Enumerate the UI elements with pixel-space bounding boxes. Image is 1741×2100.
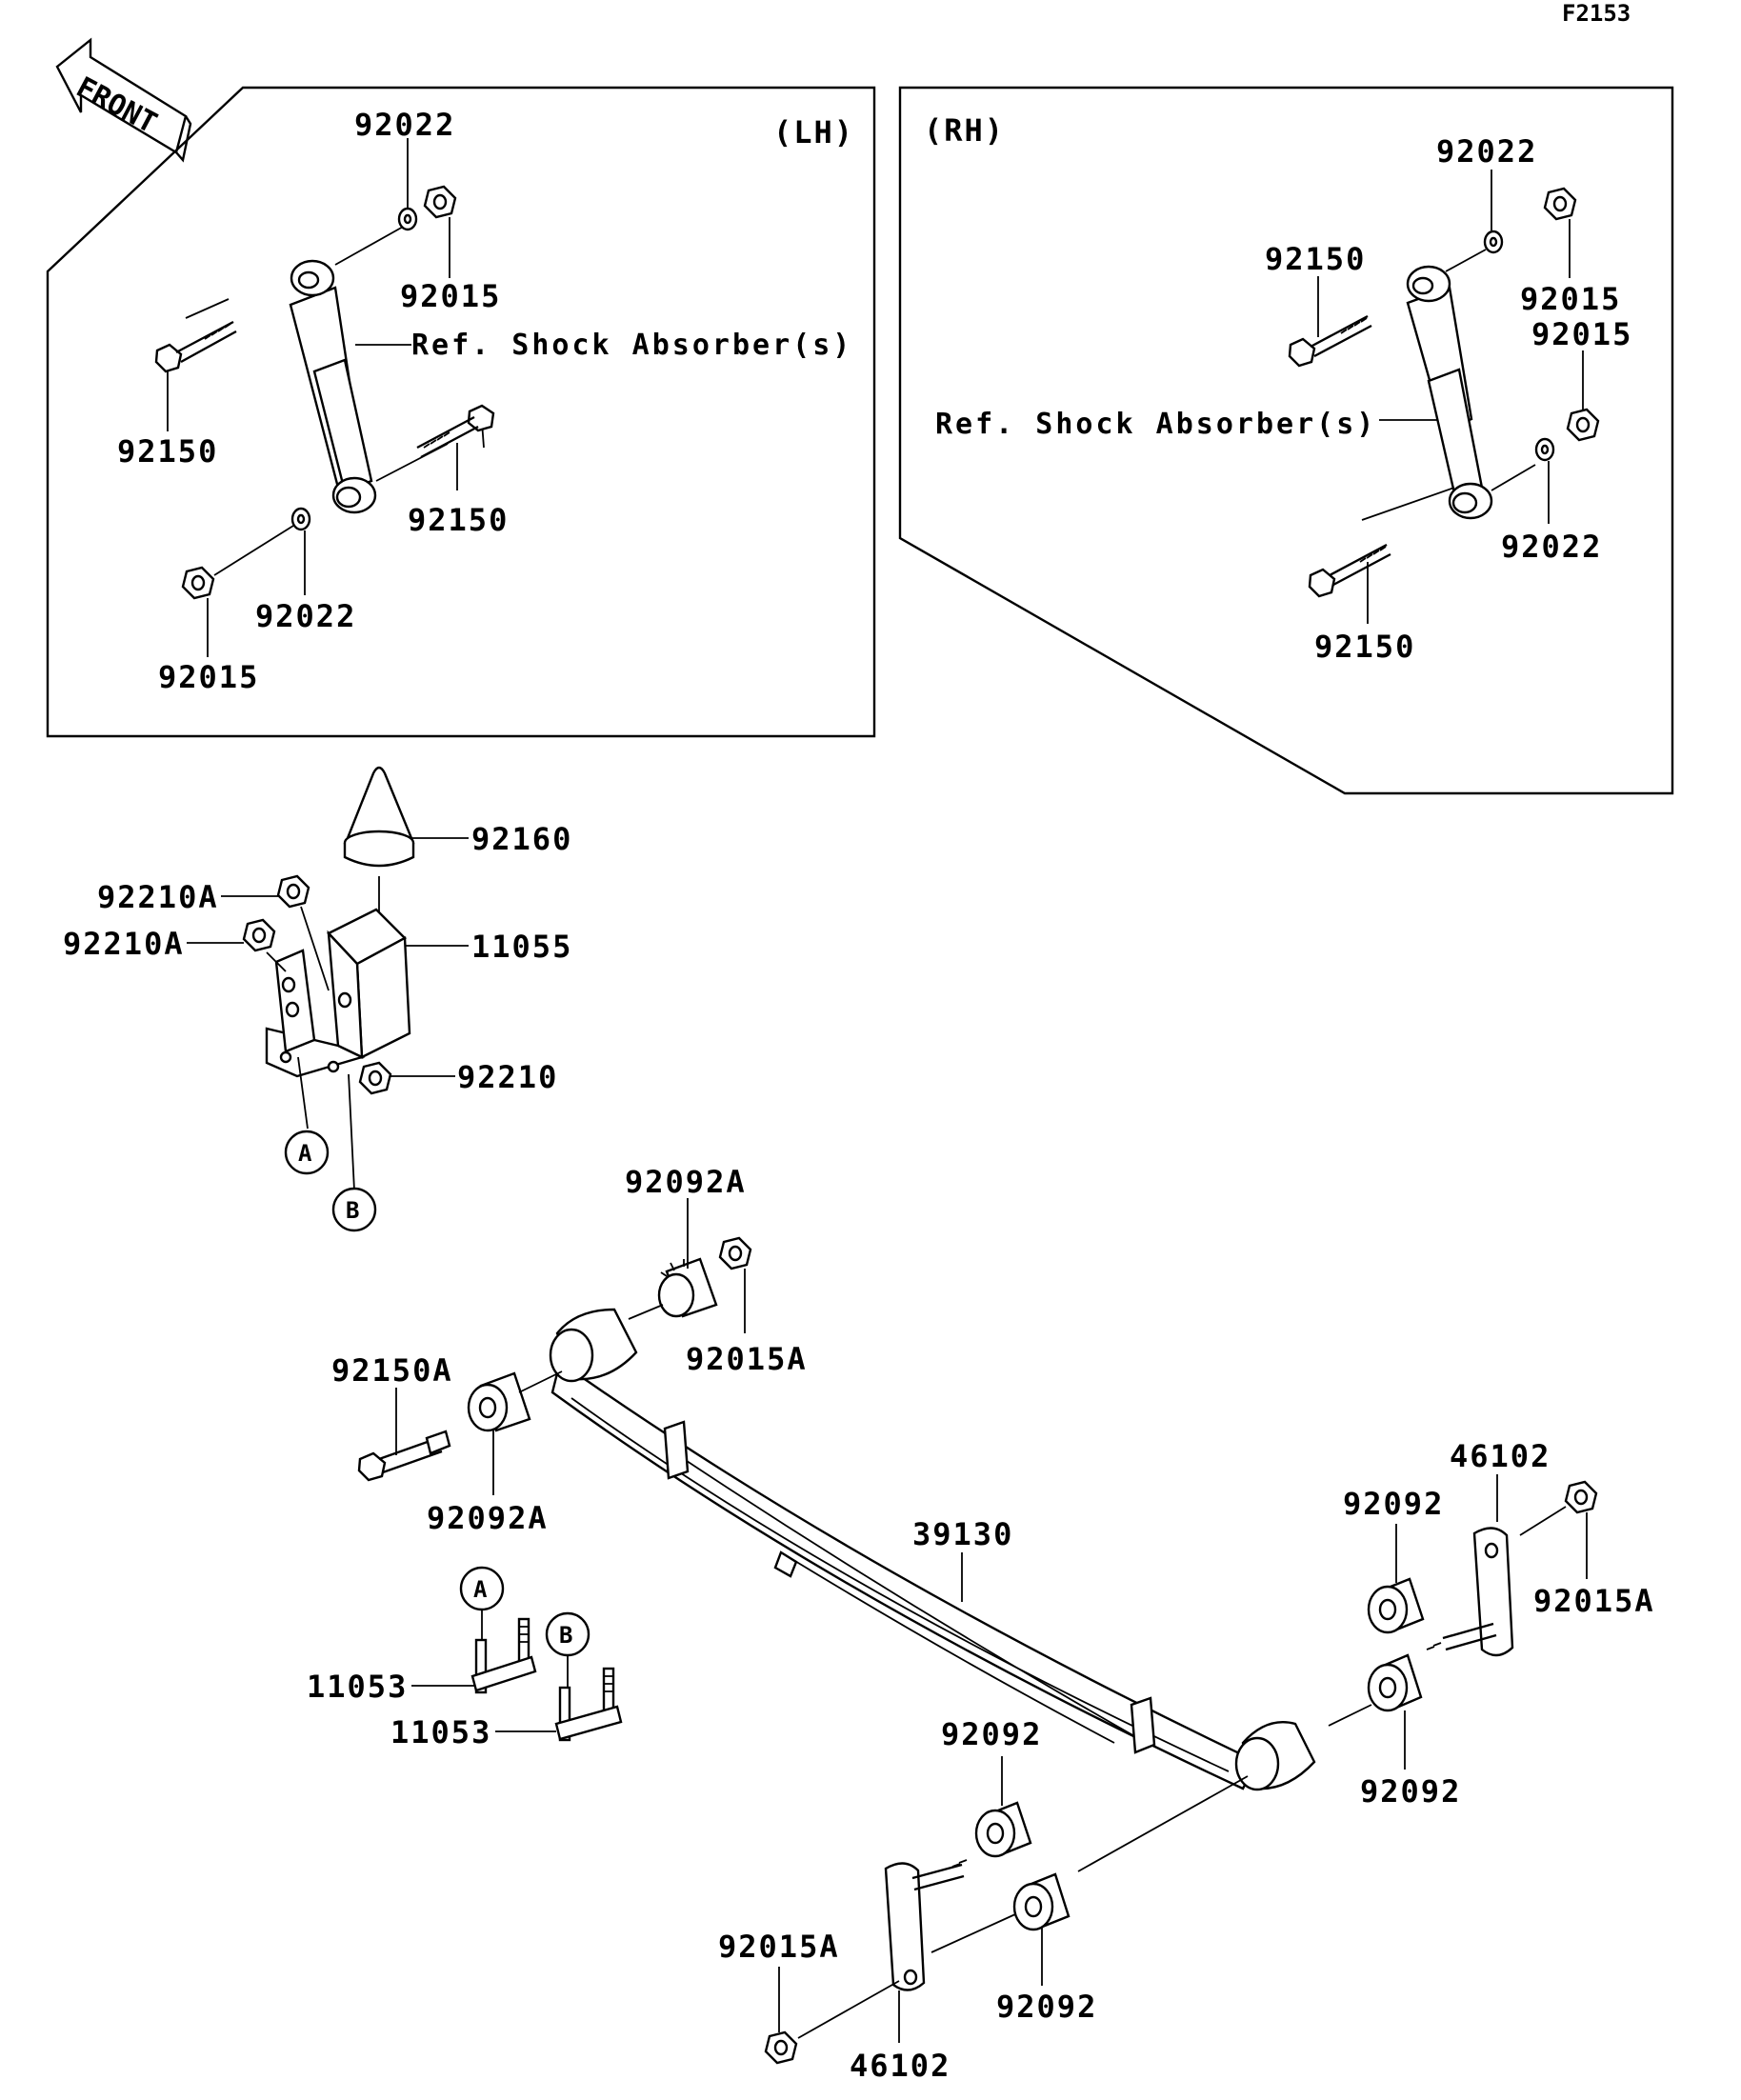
callout-ubolt-11053-1: 11053: [307, 1669, 408, 1705]
callout-shackle-46102-right: 46102: [1450, 1438, 1551, 1474]
ref-a-2-label: A: [473, 1576, 488, 1603]
bush-92092-right-top-icon: [1367, 1577, 1425, 1634]
callout-nut-92015a-right: 92015A: [1533, 1583, 1655, 1619]
callout-lh-92015-bottom: 92015: [158, 659, 259, 695]
callout-bump-92160: 92160: [471, 821, 572, 857]
callout-lh-92150-left: 92150: [117, 433, 218, 470]
rh-washer-top-icon: [1483, 230, 1504, 254]
callout-bush-92092-bottom: 92092: [996, 1989, 1097, 2025]
lh-shock-absorber: [185, 225, 485, 514]
bush-92092-bottom-icon: [1012, 1872, 1071, 1931]
ref-a-1-label: A: [298, 1140, 312, 1167]
callout-nut-92210: 92210: [457, 1059, 558, 1095]
bolt-92150a-icon: [357, 1430, 451, 1482]
rh-washer-bottom-icon: [1534, 437, 1555, 462]
ref-a-1-marker: [284, 1130, 330, 1175]
rh-shock-absorber: [1361, 249, 1536, 521]
callout-rh-92015-top: 92015: [1520, 281, 1621, 317]
front-label: FRONT: [70, 70, 162, 140]
rh-bolt-top-icon: [1288, 314, 1372, 368]
callout-rh-92022-bottom: 92022: [1501, 529, 1602, 565]
ref-a-2-marker: [459, 1566, 505, 1611]
callout-bush-92092a-bottom: 92092A: [427, 1500, 549, 1536]
bump-stop-icon: [343, 766, 415, 868]
nut-92015a-right-icon: [1564, 1480, 1598, 1514]
callout-rh-92150-bottom: 92150: [1314, 629, 1415, 665]
nut-92015a-top-icon: [718, 1236, 752, 1270]
callout-lh-92022-top: 92022: [354, 107, 455, 143]
bush-92092a-bottom-icon: [467, 1371, 531, 1432]
lh-nut-bottom-icon: [181, 566, 215, 600]
callout-rh-92015-mid: 92015: [1531, 316, 1632, 352]
callout-lh-92015-top: 92015: [400, 278, 501, 314]
rh-nut-mid-icon: [1566, 408, 1600, 442]
callout-nut-92015a-top: 92015A: [686, 1341, 808, 1377]
nut-92210a-2-icon: [242, 918, 276, 952]
callout-lh-92022-bottom: 92022: [255, 598, 356, 634]
bracket-icon: [265, 908, 411, 1078]
nut-92210-icon: [358, 1061, 392, 1095]
figure-id: F2153: [1562, 0, 1631, 27]
nut-92210a-1-icon: [276, 874, 310, 909]
callout-bush-92092-bottom-top: 92092: [941, 1716, 1042, 1752]
lh-panel: (LH) Ref. Shock Absorber(s): [46, 86, 876, 738]
ref-b-1-label: B: [346, 1197, 359, 1224]
front-arrow-icon: FRONT: [55, 37, 192, 163]
callout-bush-92092-right-top: 92092: [1343, 1486, 1444, 1522]
ubolt-11053-2-icon: [554, 1667, 623, 1742]
callout-bush-92092a-top: 92092A: [625, 1164, 747, 1200]
callout-rh-92150-top: 92150: [1265, 241, 1366, 277]
rh-panel: (RH) Ref. Shock Absorber(s): [898, 86, 1674, 795]
rh-ref-label: Ref. Shock Absorber(s): [935, 408, 1376, 441]
callout-rh-92022-top: 92022: [1436, 133, 1537, 170]
shackle-46102-bottom-icon: [884, 1859, 968, 1991]
callout-nut-92210a-1: 92210A: [97, 879, 219, 915]
rh-bolt-bottom-icon: [1308, 543, 1391, 598]
callout-bracket-11055: 11055: [471, 929, 572, 965]
callout-bolt-92150a: 92150A: [331, 1352, 453, 1389]
lh-ref-label: Ref. Shock Absorber(s): [411, 329, 852, 362]
lh-nut-top-icon: [423, 185, 457, 219]
callout-lh-92150-right: 92150: [408, 502, 509, 538]
rh-nut-top-icon: [1543, 187, 1577, 221]
callout-spring-39130: 39130: [912, 1516, 1013, 1552]
lh-bolt-left-icon: [154, 320, 237, 373]
callout-ubolt-11053-2: 11053: [390, 1714, 491, 1750]
callout-shackle-46102-bottom: 46102: [850, 2048, 951, 2084]
callout-bush-92092-right-bottom: 92092: [1360, 1773, 1461, 1810]
lh-bottom-axis: [213, 525, 294, 576]
lh-washer-top-icon: [397, 207, 418, 231]
bush-92092-right-bottom-icon: [1367, 1653, 1423, 1712]
callout-nut-92210a-2: 92210A: [63, 926, 185, 962]
rh-panel-title: (RH): [924, 112, 1005, 149]
ref-b-2-marker: [545, 1611, 590, 1657]
lh-panel-title: (LH): [773, 114, 854, 150]
bush-92092a-top-icon: [657, 1257, 718, 1318]
callout-nut-92015a-bottom: 92015A: [718, 1929, 840, 1965]
ref-b-2-label: B: [559, 1622, 572, 1649]
nut-92015a-bottom-icon: [764, 2030, 798, 2065]
lh-washer-bottom-icon: [290, 507, 311, 531]
bush-92092-bottom-top-icon: [974, 1801, 1032, 1858]
lh-bolt-right-icon: [416, 404, 495, 459]
shackle-46102-right-icon: [1426, 1527, 1514, 1657]
ref-b-1-marker: [331, 1187, 377, 1232]
ubolt-11053-1-icon: [470, 1617, 537, 1694]
